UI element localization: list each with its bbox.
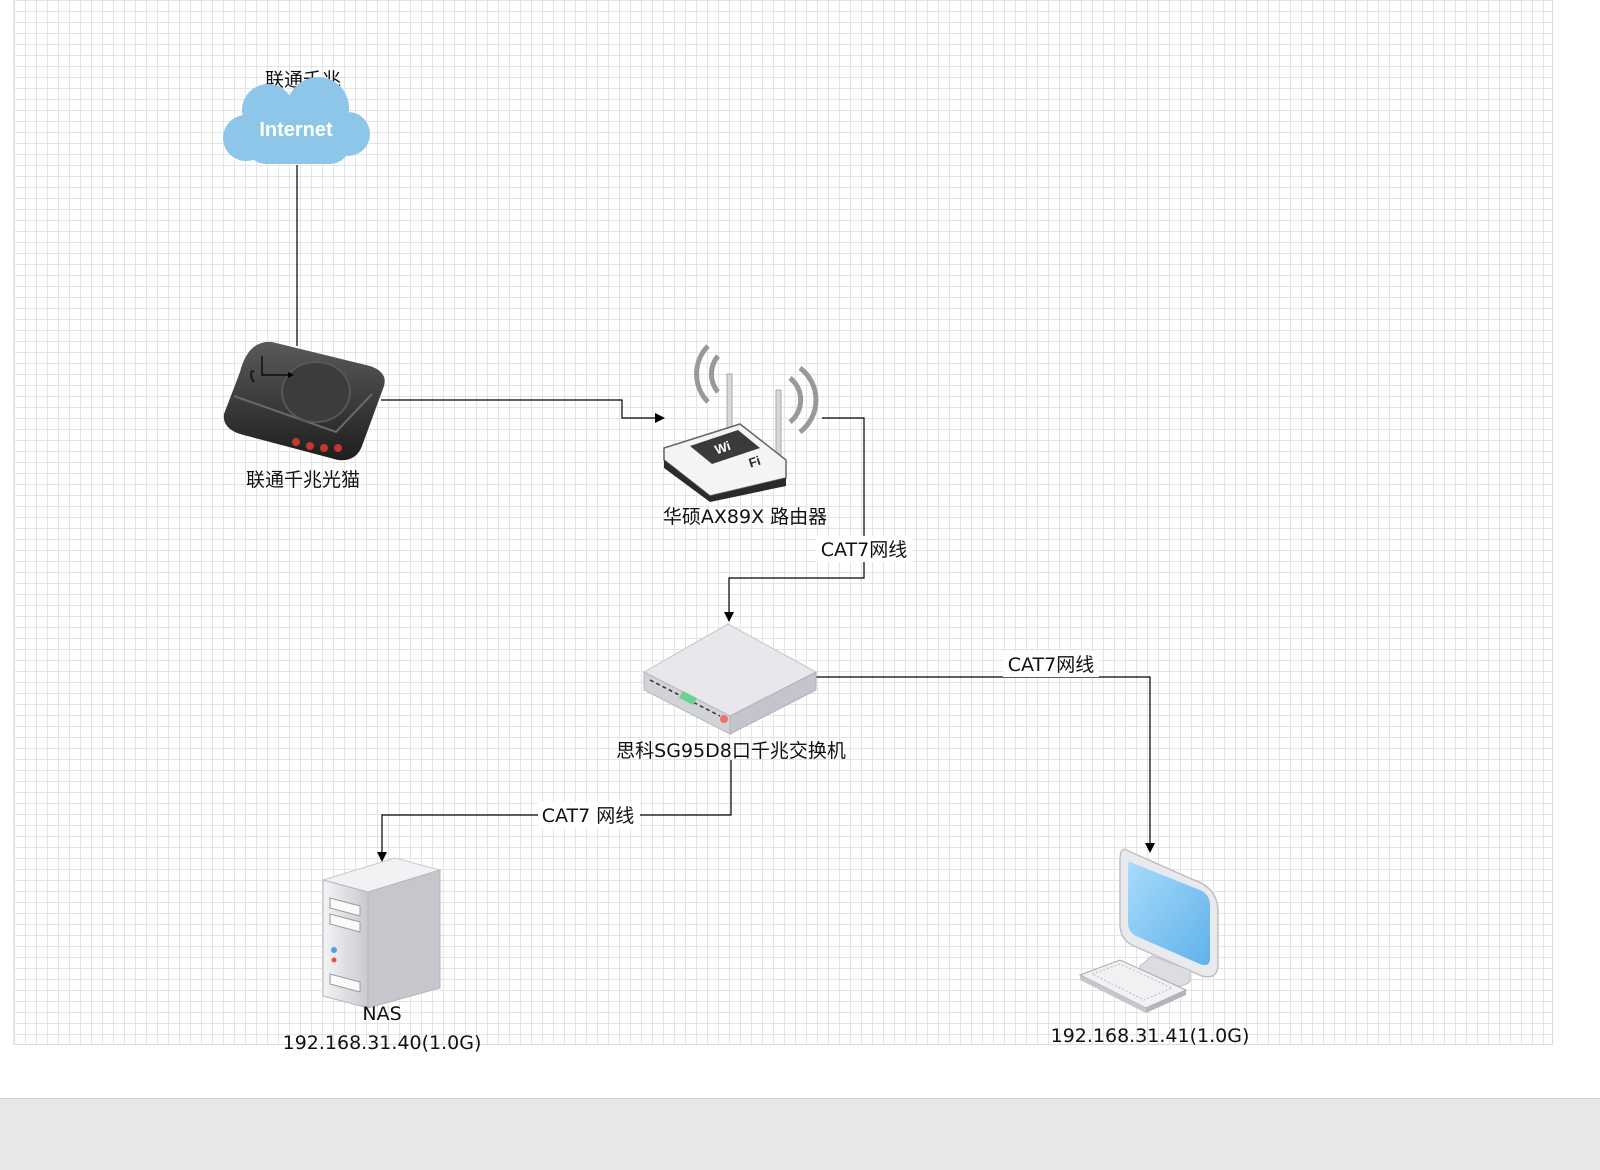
edge-switch-pc [816,676,1155,853]
modem-icon [223,341,385,461]
node-pc[interactable]: 192.168.31.41(1.0G) [1051,848,1250,1047]
switch-label: 思科SG95D8口千兆交换机 [616,740,846,762]
router-label: 华硕AX89X 路由器 [663,506,827,528]
server-tower-icon [321,857,442,1009]
node-internet[interactable]: 联通千兆 Internet [223,69,370,164]
pc-ip: 192.168.31.41(1.0G) [1051,1025,1250,1047]
desktop-computer-icon [1078,848,1219,1013]
modem-label: 联通千兆光猫 [246,469,360,491]
svg-text:Wi: Wi [713,438,733,457]
edge-label-switch-nas: CAT7 网线 [542,805,635,827]
nas-label: NAS [362,1003,401,1025]
status-bar [0,1098,1600,1170]
network-switch-icon [642,623,818,735]
edge-router-switch [724,417,865,622]
node-router[interactable]: Wi Fi 华硕AX89X 路由器 [663,344,827,528]
cloud-icon [223,77,370,164]
wifi-router-icon: Wi Fi [663,344,819,502]
diagram-canvas[interactable] [13,0,1553,1045]
edge-modem-router [381,399,665,423]
edge-label-router-switch: CAT7网线 [821,539,907,561]
nas-ip: 192.168.31.40(1.0G) [283,1032,482,1054]
internet-text: Internet [259,119,333,141]
svg-text:Fi: Fi [747,453,763,471]
node-nas[interactable]: NAS 192.168.31.40(1.0G) [283,857,482,1054]
node-modem[interactable]: 联通千兆光猫 [223,341,385,491]
edge-label-switch-pc: CAT7网线 [1008,654,1094,676]
node-switch[interactable]: 思科SG95D8口千兆交换机 [616,623,846,762]
